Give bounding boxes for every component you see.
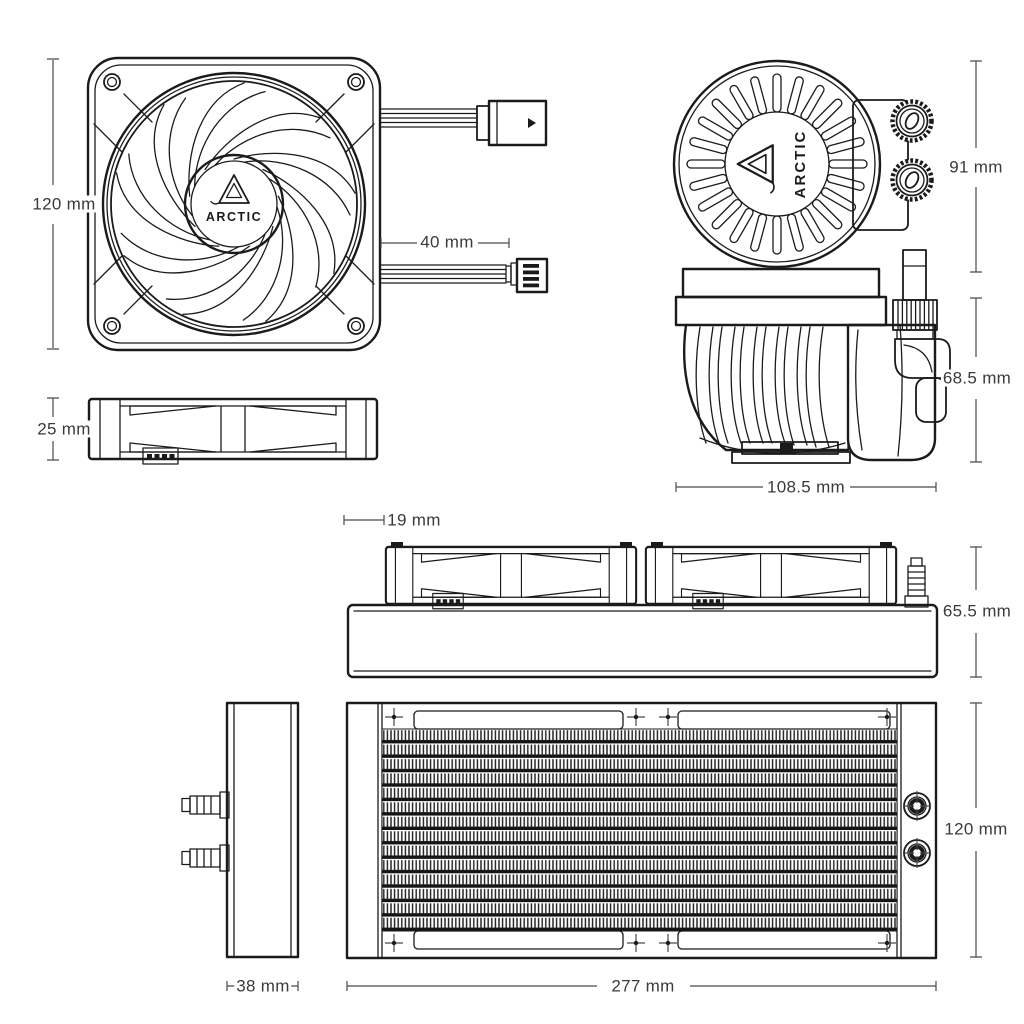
- dim-line-radiator-thickness: [226, 981, 299, 991]
- dim-line-pump-length: [675, 482, 937, 492]
- dim-line-fan-height: [47, 58, 59, 350]
- dimension-label-radiator-height: 120 mm: [942, 819, 1010, 839]
- pwm-female-connector: [476, 99, 548, 147]
- arctic-logo: ARCTIC: [206, 174, 262, 224]
- barb-fitting-icon: [904, 557, 929, 608]
- dim-line-pump-height: [970, 297, 982, 463]
- fan-side-view: [87, 397, 379, 466]
- dimension-label-fan-height: 120 mm: [30, 194, 98, 214]
- connector-arrow-icon: [528, 118, 536, 128]
- dimension-label-radiator-thickness: 38 mm: [234, 976, 292, 996]
- radiator-end-view: [181, 701, 300, 959]
- barb-fitting-icon: [181, 844, 230, 872]
- fill-port-icon: [903, 791, 931, 821]
- pwm-male-connector: [505, 257, 549, 294]
- fan-front-view: ARCTIC: [86, 56, 382, 352]
- barb-fitting-icon: [181, 791, 230, 819]
- dimension-label-fan-overhang: 19 mm: [385, 510, 443, 530]
- radiator-fins: [381, 728, 898, 932]
- dimension-label-cable-length: 40 mm: [418, 232, 476, 252]
- dimension-label-fan-thickness: 25 mm: [35, 419, 93, 439]
- pump-side-view: [674, 249, 951, 464]
- radiator-front-view: [345, 701, 938, 960]
- dim-line-cable-length: [380, 238, 510, 248]
- dim-line-radiator-length: [346, 981, 937, 991]
- fan-cables: [379, 99, 549, 294]
- hose-fitting-icon: [890, 158, 934, 202]
- dim-line-fan-thickness: [47, 397, 59, 461]
- hose-fitting-icon: [890, 99, 934, 143]
- screw-hole-icon: [347, 73, 365, 91]
- dimension-label-pump-top-width: 91 mm: [947, 157, 1005, 177]
- dim-line-pump-width: [970, 60, 982, 273]
- fan-pad: [880, 542, 892, 548]
- screw-hole-icon: [103, 317, 121, 335]
- mounted-fan: [644, 545, 898, 610]
- pump-top-view: ARCTIC: [672, 59, 934, 269]
- dimension-label-pump-height: 68.5 mm: [940, 368, 1014, 388]
- screw-hole-icon: [103, 73, 121, 91]
- dimension-label-pump-width: 108.5 mm: [765, 477, 847, 497]
- fill-port-icon: [903, 838, 931, 868]
- dimension-lines: [47, 58, 982, 991]
- arctic-logo-text: ARCTIC: [206, 210, 262, 224]
- pump-fan-blades: [695, 326, 846, 455]
- dimension-label-radiator-length: 277 mm: [609, 976, 677, 996]
- dim-line-radiator-height: [970, 702, 982, 958]
- pump-outlet-fitting: [892, 249, 951, 423]
- dim-line-fan-overhang: [343, 515, 385, 525]
- radiator-side-view: [346, 542, 939, 679]
- dimension-label-radfans-height: 65.5 mm: [940, 601, 1014, 621]
- pump-vent-slots: [686, 73, 868, 255]
- arctic-logo-rotated: ARCTIC: [736, 130, 809, 199]
- fan-pad: [620, 542, 632, 548]
- fan-pad: [391, 542, 403, 548]
- fan-pad: [651, 542, 663, 548]
- mounted-fan: [384, 545, 638, 610]
- dim-line-radfans-height: [970, 546, 982, 678]
- screw-hole-icon: [347, 317, 365, 335]
- arctic-logo-text: ARCTIC: [792, 130, 809, 199]
